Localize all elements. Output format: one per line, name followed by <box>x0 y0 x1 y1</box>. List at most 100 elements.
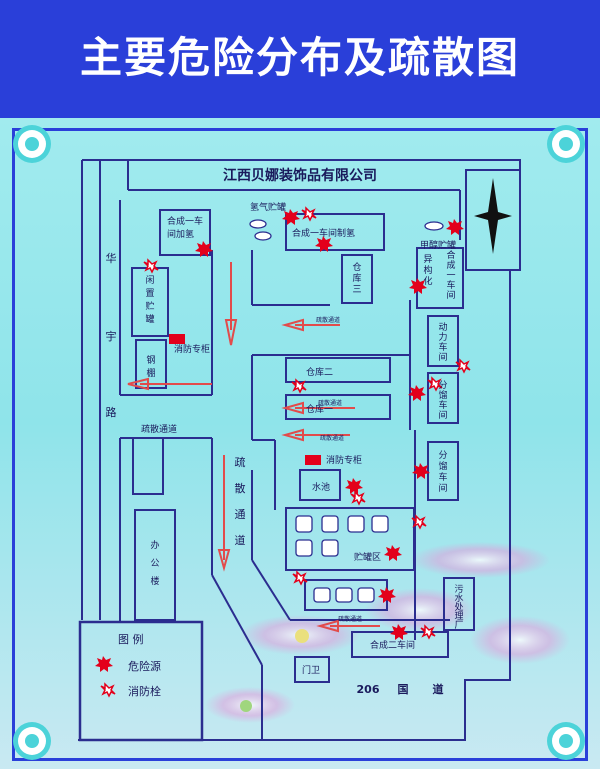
label-evacuation-route: 疏散通道 <box>141 423 177 435</box>
label-synthesis-1: 间 <box>446 289 455 301</box>
building-annex <box>132 437 164 495</box>
label-warehouse-3: 库 <box>352 272 361 284</box>
label-office: 办 <box>150 539 159 551</box>
label-methanol-tank: 甲醇贮罐 <box>420 239 456 251</box>
building-fractionation-2 <box>427 441 459 501</box>
label-isomerization: 化 <box>423 275 432 287</box>
label-steel-shed: 棚 <box>146 367 155 379</box>
label-isomerization: 构 <box>423 264 432 276</box>
poster-frame <box>12 128 588 761</box>
label-idle-tank: 闲 <box>145 275 154 286</box>
road-west-char: 路 <box>106 406 117 419</box>
label-warehouse-2: 仓库二 <box>306 366 333 378</box>
building-pool <box>299 469 341 501</box>
building-sewage <box>443 577 475 631</box>
north-box <box>465 169 521 271</box>
label-fire-cabinet: 消防专柜 <box>326 454 362 466</box>
label-evacuation-route: 疏散通道 <box>316 316 340 324</box>
label-main-evacuation: 道 <box>235 533 246 547</box>
label-hydrogen-production: 合成一车间制氢 <box>292 227 355 239</box>
label-warehouse-1: 仓库一 <box>306 403 333 415</box>
building-warehouse-2 <box>285 357 391 383</box>
label-fractionation-1: 间 <box>438 409 447 421</box>
building-steel-shed <box>135 339 167 389</box>
label-idle-tank: 罐 <box>145 313 154 325</box>
corner-bolt-icon <box>18 727 46 755</box>
label-tank-area: 贮罐区 <box>354 551 381 563</box>
label-synthesis-1: 成 <box>446 259 455 271</box>
label-fractionation-2: 馏 <box>438 460 447 472</box>
road-south-char: 国 <box>398 683 409 696</box>
label-idle-tank: 贮 <box>145 300 154 312</box>
building-office <box>134 509 176 621</box>
corner-bolt-icon <box>552 727 580 755</box>
legend-hydrant-icon <box>100 682 116 698</box>
hydrant-markers <box>143 206 471 640</box>
fire-cabinet-icon <box>305 455 321 465</box>
label-fire-cabinet: 消防专柜 <box>174 343 210 355</box>
evacuation-arrows <box>127 262 380 633</box>
building-power <box>427 315 459 367</box>
label-synthesis-2: 合成二车间 <box>370 639 415 651</box>
label-sewage: 处 <box>454 601 463 613</box>
label-synthesis-1: 一 <box>446 271 455 281</box>
label-fractionation-1: 车 <box>438 399 447 411</box>
label-power: 间 <box>438 351 447 363</box>
fire-cabinet-icon <box>169 334 185 344</box>
road-west-char: 宇 <box>106 330 117 343</box>
label-fractionation-2: 车 <box>438 471 447 483</box>
label-evacuation-route: 疏散通道 <box>318 399 342 407</box>
label-warehouse-3: 三 <box>352 285 361 295</box>
north-compass-icon <box>474 178 512 254</box>
label-evacuation-route: 疏散通道 <box>320 434 344 442</box>
building-tank-area <box>285 507 415 571</box>
label-power: 动 <box>438 322 447 333</box>
label-synthesis-1: 车 <box>446 279 455 291</box>
legend-title: 图 例 <box>118 632 144 646</box>
road-west-char: 华 <box>106 251 117 265</box>
label-power: 车 <box>438 341 447 353</box>
legend-hazard-label: 危险源 <box>128 659 161 673</box>
label-evacuation-route: 疏散通道 <box>338 615 362 623</box>
tank-icons <box>249 219 444 603</box>
building-gate <box>294 656 330 683</box>
company-name: 江西贝娜装饰品有限公司 <box>223 167 377 184</box>
building-hydrogenation <box>159 209 211 256</box>
label-pool: 水池 <box>312 481 330 493</box>
corner-bolt-icon <box>18 130 46 158</box>
internal-road <box>251 559 291 621</box>
label-gate: 门卫 <box>302 664 320 676</box>
label-fractionation-1: 分 <box>438 380 447 391</box>
label-hydrogenation: 合成一车 <box>167 215 203 227</box>
label-main-evacuation: 疏 <box>235 455 246 469</box>
label-hydrogen-tank: 氢气贮罐 <box>250 201 286 213</box>
building-fractionation-1 <box>427 372 459 424</box>
label-sewage: 理 <box>454 611 463 622</box>
label-fractionation-1: 馏 <box>438 389 447 401</box>
label-main-evacuation: 通 <box>235 508 246 521</box>
label-fractionation-2: 分 <box>438 450 447 461</box>
label-steel-shed: 钢 <box>146 354 155 366</box>
road-south-char: 道 <box>433 682 444 696</box>
label-power: 力 <box>438 331 447 343</box>
title-banner: 主要危险分布及疏散图 <box>0 0 600 118</box>
label-idle-tank: 置 <box>145 288 154 299</box>
label-isomerization: 异 <box>423 254 432 265</box>
hazard-markers <box>195 209 464 640</box>
label-sewage: 水 <box>454 592 463 604</box>
label-warehouse-3: 仓 <box>352 261 361 273</box>
legend-hazard-icon <box>95 656 113 672</box>
label-main-evacuation: 散 <box>235 481 246 495</box>
label-hydrogenation: 间加氢 <box>167 228 194 240</box>
label-office: 公 <box>150 558 159 569</box>
building-hydrogen-production <box>285 213 385 251</box>
label-synthesis-1: 合 <box>446 249 455 261</box>
building-warehouse-3 <box>341 254 373 304</box>
page-title: 主要危险分布及疏散图 <box>79 33 520 82</box>
label-fractionation-2: 间 <box>438 482 447 494</box>
corner-bolt-icon <box>552 130 580 158</box>
internal-road <box>211 574 263 666</box>
legend-hydrant-label: 消防栓 <box>128 684 161 698</box>
